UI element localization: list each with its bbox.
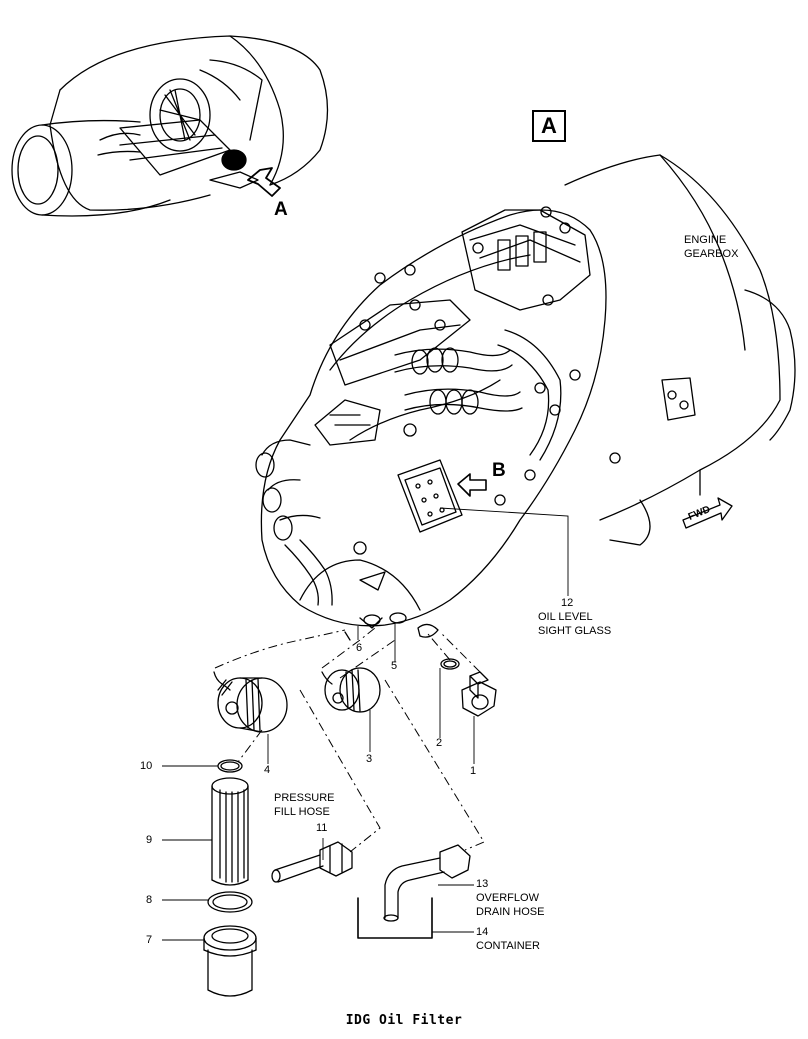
plug-part-1: [461, 671, 497, 717]
callout-4: 4: [264, 764, 271, 776]
filter-housing-part-4: [213, 671, 288, 733]
callout-14: 14: [476, 926, 489, 938]
overflow-drain-hose-part-13: [383, 844, 471, 922]
cap-part-3: [321, 667, 381, 713]
filter-element-part-9: [211, 777, 249, 886]
callout-2: 2: [436, 737, 443, 749]
callout-11: 11: [316, 822, 328, 834]
assembly-line-13: [384, 679, 485, 851]
o-ring-part-8: [207, 891, 253, 913]
callout-6: 6: [356, 642, 363, 654]
engine-nacelle-inset: [11, 35, 329, 217]
container-part-14: [357, 897, 433, 939]
assembly-line-4: [214, 629, 346, 669]
view-a-label: A: [274, 199, 288, 220]
callout-8: 8: [146, 894, 153, 906]
filter-bowl-part-7: [203, 925, 257, 997]
engine-gearbox-label-line2: GEARBOX: [684, 248, 739, 260]
assembly-line-3: [321, 627, 376, 669]
fwd-arrow: [682, 497, 733, 529]
pressure-fill-hose-label-line2: FILL HOSE: [274, 806, 330, 818]
oil-level-label-line2: SIGHT GLASS: [538, 625, 612, 637]
pressure-fill-hose-part-11: [271, 841, 353, 883]
callout-5: 5: [391, 660, 398, 672]
view-a-box: A: [532, 110, 566, 142]
figure-caption: IDG Oil Filter: [345, 1013, 463, 1028]
engine-gearbox-label-line1: ENGINE: [684, 234, 727, 246]
pressure-fill-hose-label-line1: PRESSURE: [274, 792, 335, 804]
callout-9: 9: [146, 834, 153, 846]
overflow-drain-hose-label-line1: OVERFLOW: [476, 892, 539, 904]
engine-gearbox: [564, 154, 796, 546]
callout-13: 13: [476, 878, 489, 890]
callout-1: 1: [470, 765, 477, 777]
assembly-line-11: [299, 689, 381, 853]
view-b-label: B: [492, 460, 506, 481]
container-label: CONTAINER: [476, 940, 540, 952]
o-ring-part-2: [440, 658, 460, 670]
callout-12: 12: [561, 597, 574, 609]
idg-body: [255, 206, 607, 641]
callout-7: 7: [146, 934, 153, 946]
callout-3: 3: [366, 753, 373, 765]
callout-10: 10: [140, 760, 153, 772]
leader-12: [439, 507, 569, 596]
oil-level-label-line1: OIL LEVEL: [538, 611, 593, 623]
view-b-arrow: [457, 473, 487, 497]
overflow-drain-hose-label-line2: DRAIN HOSE: [476, 906, 545, 918]
